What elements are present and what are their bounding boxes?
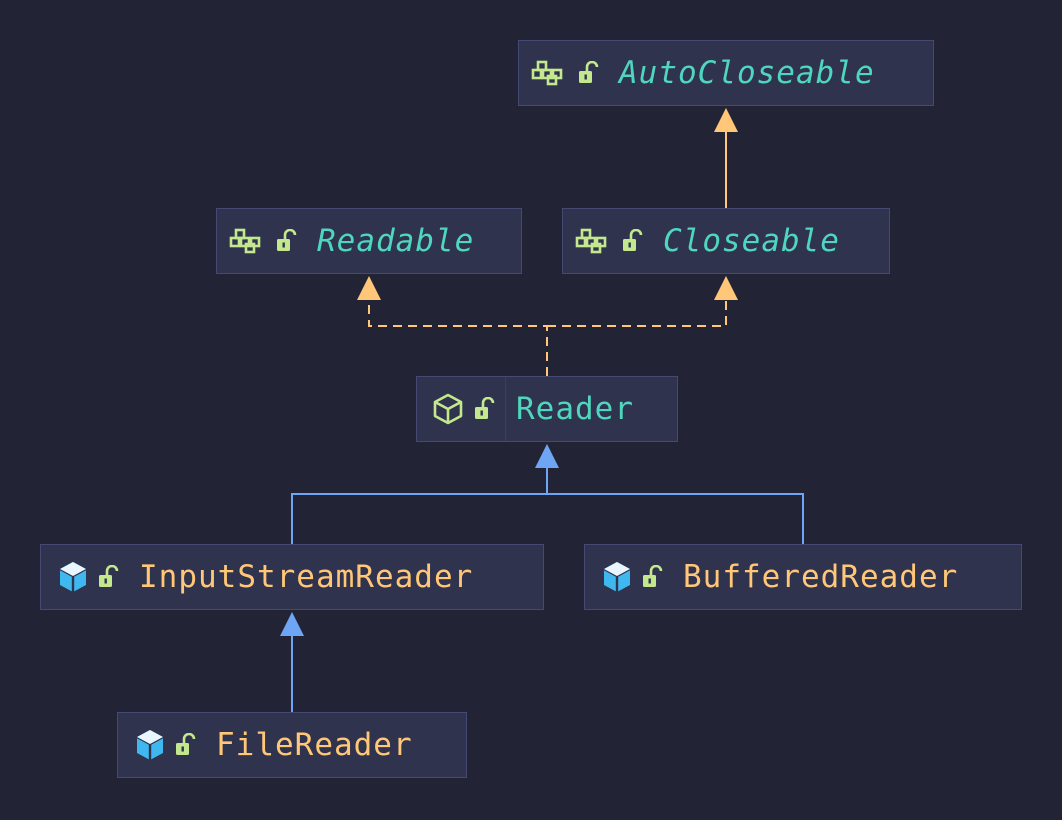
interface-icon xyxy=(575,228,613,254)
unlocked-icon xyxy=(621,229,643,253)
node-label: Readable xyxy=(317,223,475,259)
interface-icon xyxy=(531,60,569,86)
edge-reader-implements-closeable xyxy=(547,298,727,327)
edge-inputstreamreader-extends-reader xyxy=(291,466,548,544)
node-icons xyxy=(41,545,129,609)
edges-layer xyxy=(280,108,804,712)
arrowhead-autocloseable xyxy=(714,108,738,132)
unlocked-icon xyxy=(174,733,196,757)
node-reader[interactable]: Reader xyxy=(416,376,678,442)
node-autocloseable[interactable]: AutoCloseable xyxy=(518,40,934,106)
node-separator xyxy=(505,377,506,441)
class-icon xyxy=(134,728,166,762)
node-filereader[interactable]: FileReader xyxy=(117,712,467,778)
node-closeable[interactable]: Closeable xyxy=(562,208,890,274)
abstract-class-icon xyxy=(431,392,465,426)
class-icon xyxy=(601,560,633,594)
arrowhead-closeable xyxy=(714,276,738,300)
class-icon xyxy=(57,560,89,594)
node-bufferedreader[interactable]: BufferedReader xyxy=(584,544,1022,610)
arrowhead-inputstreamreader xyxy=(280,612,304,636)
unlocked-icon xyxy=(97,565,119,589)
node-icons xyxy=(585,545,673,609)
unlocked-icon xyxy=(577,61,599,85)
unlocked-icon xyxy=(641,565,663,589)
node-label: AutoCloseable xyxy=(619,55,875,91)
node-inputstreamreader[interactable]: InputStreamReader xyxy=(40,544,544,610)
arrowhead-readable xyxy=(357,276,381,300)
node-icons xyxy=(417,377,505,441)
arrowhead-reader xyxy=(535,444,559,468)
node-label: InputStreamReader xyxy=(139,559,474,595)
node-label: Reader xyxy=(516,391,634,427)
node-readable[interactable]: Readable xyxy=(216,208,522,274)
node-icons xyxy=(118,713,206,777)
node-label: FileReader xyxy=(216,727,413,763)
node-icons xyxy=(563,209,653,273)
interface-icon xyxy=(229,228,267,254)
node-label: Closeable xyxy=(663,223,840,259)
node-icons xyxy=(519,41,609,105)
unlocked-icon xyxy=(473,397,495,421)
node-label: BufferedReader xyxy=(683,559,959,595)
edge-bufferedreader-extends-reader xyxy=(547,493,804,544)
node-icons xyxy=(217,209,307,273)
edge-reader-implements-readable xyxy=(368,298,548,376)
unlocked-icon xyxy=(275,229,297,253)
